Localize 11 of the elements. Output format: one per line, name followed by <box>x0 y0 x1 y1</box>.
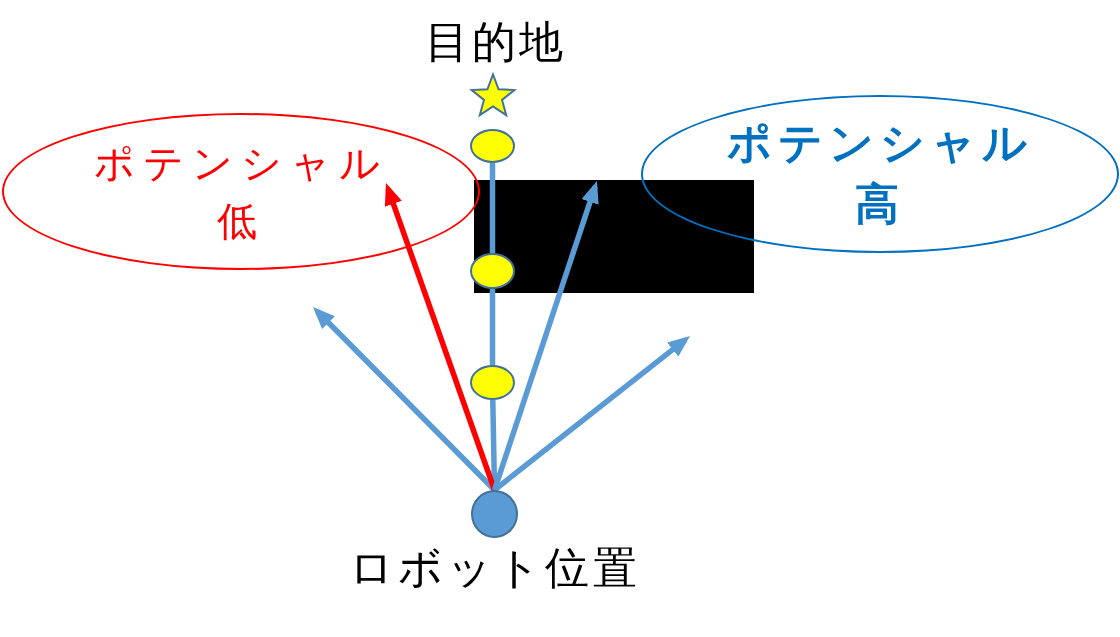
node-label: ポテンシャル低 <box>93 138 389 246</box>
node-label: 目的地 <box>424 16 566 69</box>
dot-icon <box>470 129 515 163</box>
connector-line <box>489 163 496 253</box>
arrow <box>491 181 599 491</box>
arrow <box>492 336 690 493</box>
node-label: ポテンシャル高 <box>726 116 1034 231</box>
dot-icon <box>470 253 515 289</box>
node-label: ロボット位置 <box>349 542 641 595</box>
dot-icon <box>470 365 515 400</box>
connector-line <box>489 289 496 365</box>
